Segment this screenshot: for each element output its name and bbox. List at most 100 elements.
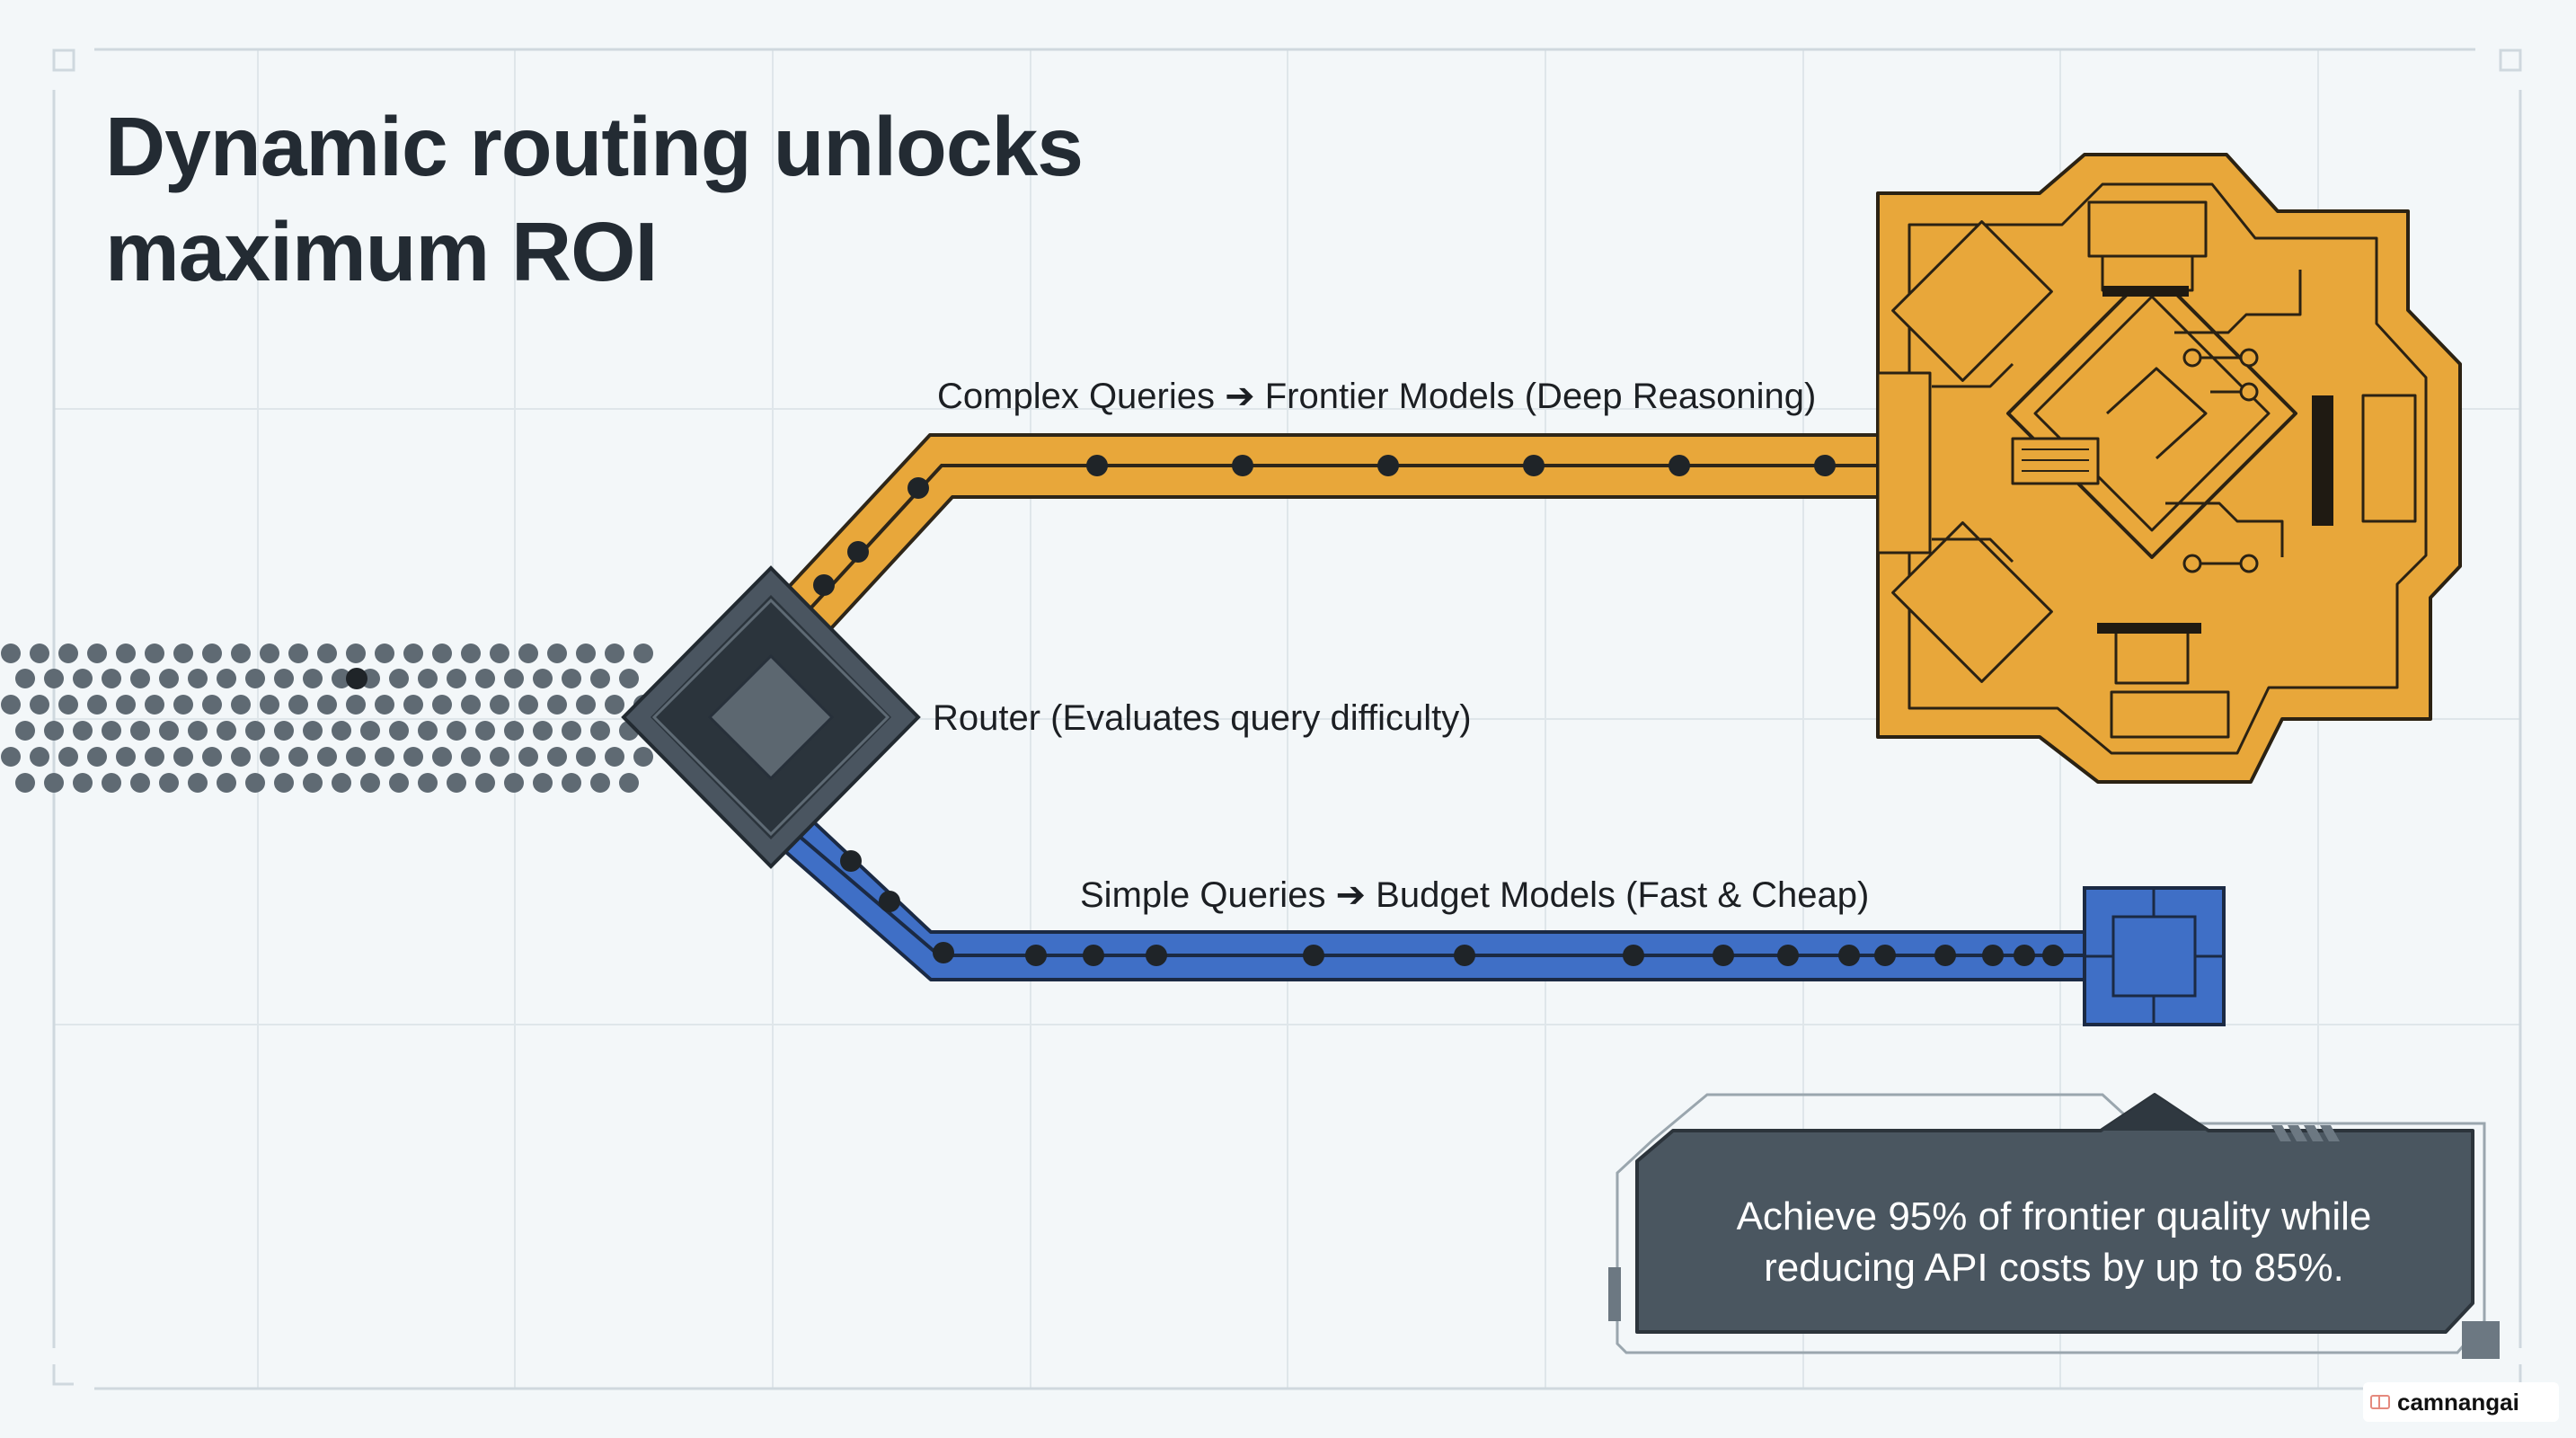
- query-dot: [590, 721, 610, 741]
- query-dot: [188, 773, 208, 793]
- query-dot-highlight: [346, 668, 367, 689]
- query-dot: [490, 747, 509, 767]
- query-dot: [605, 695, 624, 715]
- budget-dot: [1083, 945, 1104, 966]
- query-dot: [504, 721, 524, 741]
- query-dot: [605, 747, 624, 767]
- query-dot: [260, 644, 279, 663]
- query-dot: [202, 644, 222, 663]
- query-dot: [87, 747, 107, 767]
- query-dot: [231, 644, 251, 663]
- gift-icon: [2370, 1395, 2390, 1409]
- query-dot: [44, 773, 64, 793]
- watermark: camnangai: [2363, 1382, 2559, 1422]
- query-dot: [44, 721, 64, 741]
- query-dot: [231, 747, 251, 767]
- query-dot: [533, 773, 553, 793]
- query-dot: [30, 644, 49, 663]
- query-dot: [633, 644, 653, 663]
- query-dot: [389, 669, 409, 688]
- frontier-dot: [1232, 455, 1253, 476]
- query-dot: [576, 747, 596, 767]
- frontier-dot: [1814, 455, 1836, 476]
- query-dot: [317, 644, 337, 663]
- query-dot: [274, 721, 294, 741]
- query-dot: [447, 773, 466, 793]
- budget-dot: [933, 942, 954, 963]
- query-dot: [475, 721, 495, 741]
- query-dot: [73, 773, 93, 793]
- query-dot: [418, 669, 438, 688]
- query-dot: [145, 747, 164, 767]
- router-diamond-icon: [621, 565, 921, 869]
- query-dot: [389, 773, 409, 793]
- query-dot: [619, 773, 639, 793]
- query-dot: [303, 669, 323, 688]
- budget-dot: [1838, 945, 1860, 966]
- query-dot: [432, 695, 452, 715]
- query-dot: [332, 773, 351, 793]
- query-dot: [202, 695, 222, 715]
- query-dot: [288, 747, 308, 767]
- query-dot: [590, 669, 610, 688]
- query-dot: [145, 695, 164, 715]
- query-dots-icon: [1, 644, 653, 793]
- query-dot: [87, 644, 107, 663]
- query-dot: [562, 669, 581, 688]
- query-dot: [202, 747, 222, 767]
- query-dot: [260, 695, 279, 715]
- query-dot: [188, 669, 208, 688]
- page-title: Dynamic routing unlocks maximum ROI: [105, 94, 1273, 305]
- query-dot: [1, 644, 21, 663]
- query-dot: [303, 773, 323, 793]
- query-dot: [130, 669, 150, 688]
- query-dot: [403, 747, 423, 767]
- query-dot: [375, 747, 394, 767]
- query-dot: [274, 669, 294, 688]
- query-dot: [173, 695, 193, 715]
- query-dot: [547, 695, 567, 715]
- query-dot: [346, 695, 366, 715]
- budget-dot: [2042, 945, 2064, 966]
- query-dot: [375, 644, 394, 663]
- callout-box: [1608, 1093, 2500, 1359]
- query-dot: [346, 747, 366, 767]
- query-dot: [288, 644, 308, 663]
- budget-path-dots: [840, 850, 2064, 966]
- query-dot: [504, 773, 524, 793]
- query-dot: [447, 721, 466, 741]
- query-dot: [73, 669, 93, 688]
- query-dot: [116, 695, 136, 715]
- query-dot: [30, 747, 49, 767]
- frontier-dot: [1086, 455, 1108, 476]
- query-dot: [619, 669, 639, 688]
- budget-dot: [840, 850, 862, 872]
- query-dot: [274, 773, 294, 793]
- query-dot: [490, 644, 509, 663]
- query-dot: [547, 644, 567, 663]
- budget-dot: [1303, 945, 1324, 966]
- query-dot: [245, 773, 265, 793]
- query-dot: [15, 669, 35, 688]
- slide-frame: [52, 48, 2522, 1390]
- query-dot: [360, 721, 380, 741]
- query-dot: [87, 695, 107, 715]
- budget-dot: [1982, 945, 2004, 966]
- query-dot: [245, 721, 265, 741]
- callout-text: Achieve 95% of frontier quality while re…: [1641, 1191, 2467, 1293]
- budget-dot: [1623, 945, 1644, 966]
- query-dot: [288, 695, 308, 715]
- query-dot: [173, 747, 193, 767]
- query-dot: [475, 773, 495, 793]
- budget-chip-icon: [2083, 886, 2226, 1026]
- query-dot: [403, 644, 423, 663]
- query-dot: [547, 747, 567, 767]
- budget-dot: [879, 891, 900, 912]
- frontier-dot: [907, 477, 929, 499]
- query-dot: [475, 669, 495, 688]
- query-dot: [102, 773, 121, 793]
- query-dot: [576, 644, 596, 663]
- query-dot: [303, 721, 323, 741]
- query-dot: [116, 747, 136, 767]
